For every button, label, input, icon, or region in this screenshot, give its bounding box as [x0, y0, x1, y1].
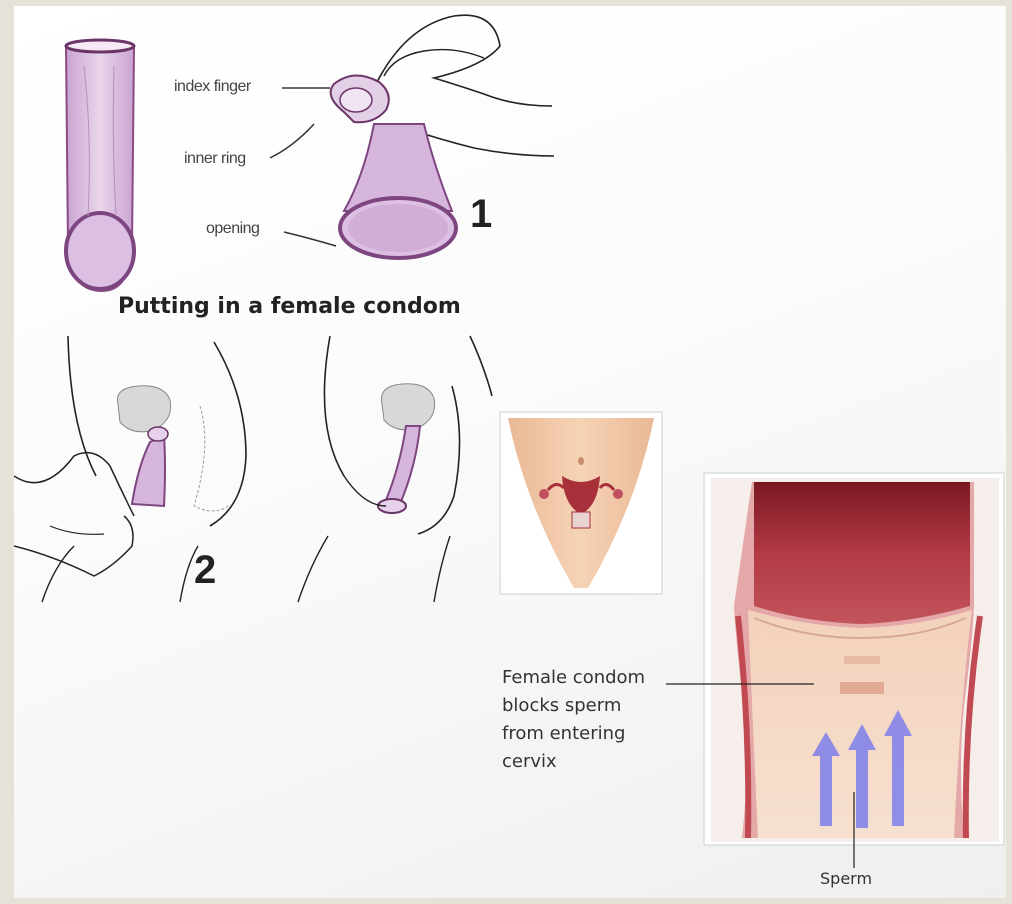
step-2-in-place-illustration: [298, 336, 492, 602]
female-condom-caption: Female condom blocks sperm from entering…: [502, 664, 645, 776]
female-condom-illustration: [66, 40, 134, 291]
step-1-number: 1: [470, 192, 492, 237]
step-1-illustration: [270, 15, 554, 258]
caption-line-1: Female condom: [502, 664, 645, 692]
caption-line-3: from entering: [502, 720, 645, 748]
slide: index finger inner ring opening 1 Puttin…: [14, 6, 1006, 898]
caption-line-2: blocks sperm: [502, 692, 645, 720]
vaginal-cross-section-inset: [666, 473, 1004, 868]
uterus-anatomy-inset: [500, 412, 662, 594]
label-index-finger: index finger: [174, 78, 251, 96]
caption-line-4: cervix: [502, 748, 645, 776]
label-sperm: Sperm: [820, 868, 872, 890]
label-opening: opening: [206, 220, 259, 238]
label-inner-ring: inner ring: [184, 150, 246, 168]
diagram-title: Putting in a female condom: [118, 294, 461, 319]
step-2-number: 2: [194, 548, 216, 593]
